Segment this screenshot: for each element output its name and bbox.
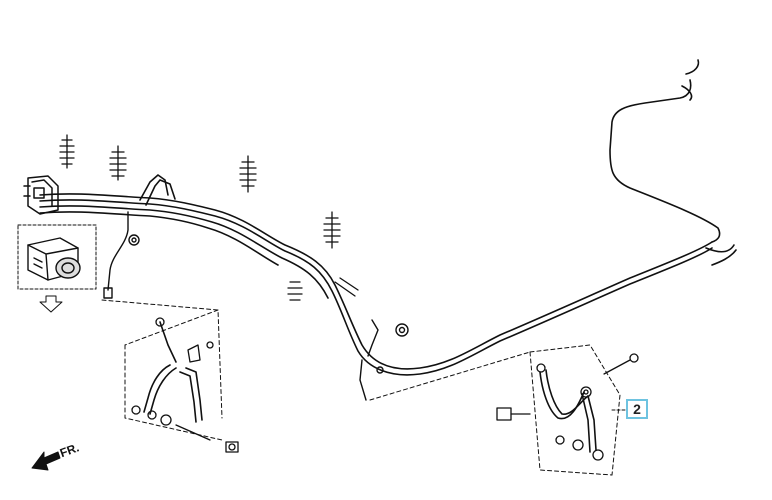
line-clips [59,134,359,301]
spring-clip-1 [59,134,75,169]
front-left-line [103,211,140,299]
center-bracket [359,319,409,401]
spring-clip-4 [323,211,341,249]
front-direction-arrow [31,451,61,471]
abs-modulator-unit [23,175,59,215]
abs-inset-box [17,224,97,313]
front-hose-detail [101,299,239,453]
spring-clip-3 [239,155,257,193]
rear-hose-detail [369,344,639,476]
spring-clip-2 [109,145,127,181]
spring-clip-5 [287,281,303,301]
main-brake-lines [39,59,737,376]
callout-part-2[interactable]: 2 [626,399,648,419]
